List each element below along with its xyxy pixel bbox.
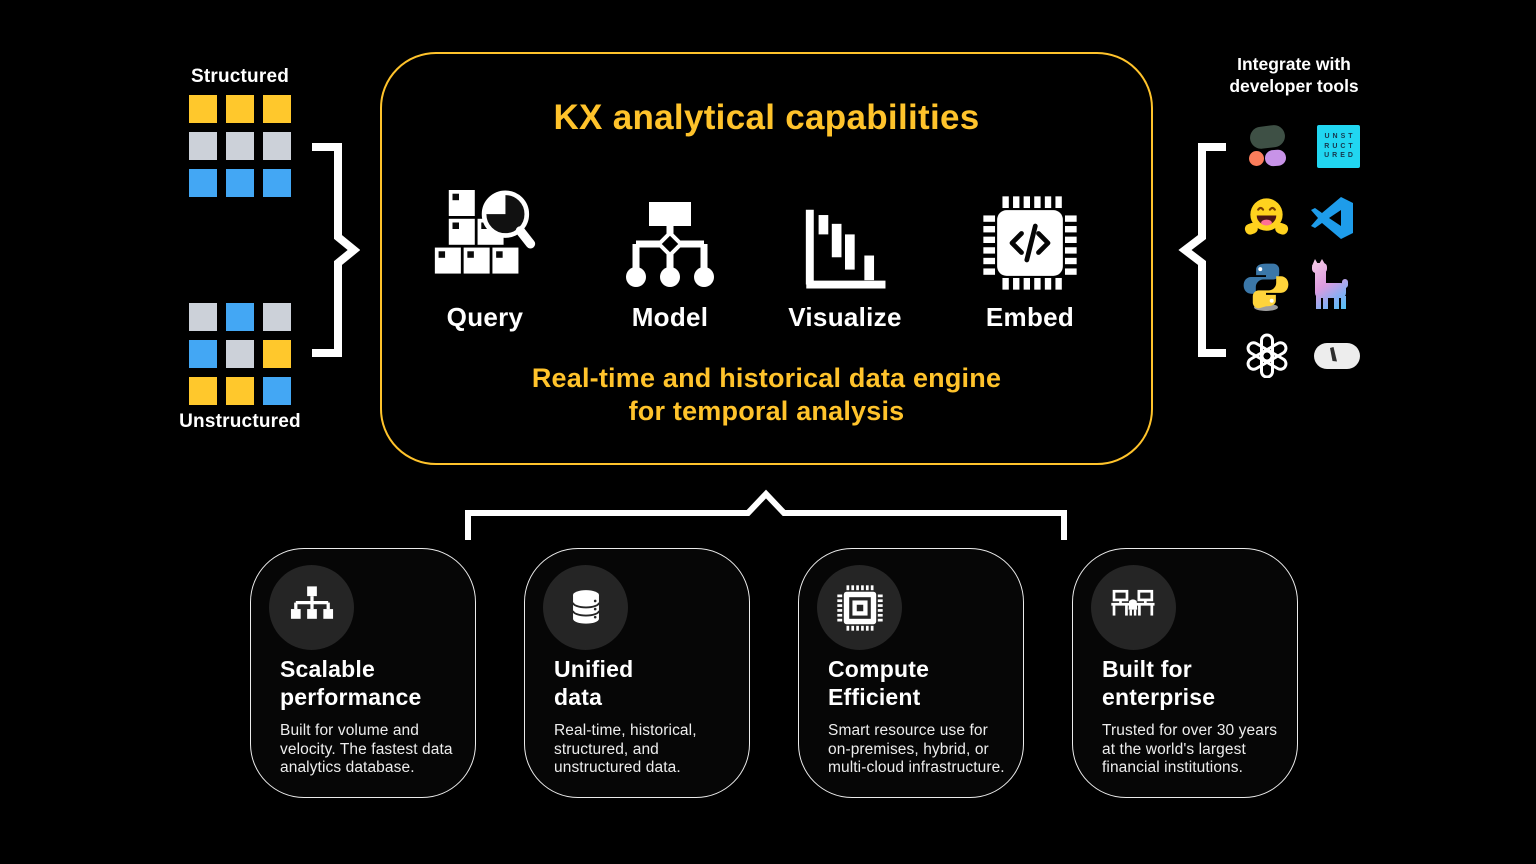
structured-label: Structured [190,66,290,87]
llamaindex-icon [1310,258,1352,310]
card-body: Trusted for over 30 years at the world's… [1102,722,1278,776]
card-unified-data: Unified data Real-time, historical, stru… [524,548,750,798]
embed-chip-icon [942,172,1118,296]
database-icon [571,589,600,624]
card-title: Scalable performance [280,656,422,710]
data-cell [189,340,217,368]
card-icon-circle [817,565,902,650]
kx-subtitle-line2: for temporal analysis [628,396,905,426]
workstations-icon [1110,589,1155,616]
hierarchy-icon [290,585,333,619]
capability-label: Visualize [788,302,902,332]
chip-icon [836,584,883,631]
data-cell [263,169,291,197]
capability-query: Query [397,172,573,333]
vscode-icon [1309,195,1355,241]
unstructured-tile-row: RUCT [1324,142,1356,150]
card-icon-circle [1091,565,1176,650]
python-icon [1241,260,1291,312]
data-cell [263,377,291,405]
integrate-header-line2: developer tools [1229,76,1359,96]
model-flowchart-icon [582,172,758,296]
card-body: Real-time, historical, structured, and u… [554,722,697,776]
data-cell [226,377,254,405]
card-icon-circle [543,565,628,650]
data-cell [263,95,291,123]
data-cell [263,340,291,368]
unstructured-grid [189,303,291,405]
left-brace-arrow [312,143,360,357]
haystack-icon [1245,123,1291,169]
data-cell [263,303,291,331]
capability-label: Query [446,302,524,332]
capability-label: Embed [985,302,1075,332]
huggingface-icon [1244,195,1289,240]
data-cell [189,303,217,331]
card-body: Built for volume and velocity. The faste… [280,722,453,776]
data-cell [226,95,254,123]
kx-subtitle-line1: Real-time and historical data engine [531,363,1002,393]
kx-title: KX analytical capabilities [553,98,980,137]
card-compute-efficient: Compute Efficient Smart resource use for… [798,548,1024,798]
card-scalable-performance: Scalable performance Built for volume an… [250,548,476,798]
data-cell [189,95,217,123]
card-title: Unified data [554,656,634,710]
visualize-chart-icon [757,172,933,296]
data-cell [189,169,217,197]
structured-grid [189,95,291,197]
query-search-boxes-icon [397,172,573,296]
capability-visualize: Visualize [757,172,933,333]
capability-embed: Embed [942,172,1118,333]
unstructured-tile-row: UNST [1324,133,1356,141]
data-cell [189,377,217,405]
integrate-header-line1: Integrate with [1237,54,1351,74]
integrate-header: Integrate with developer tools [1194,53,1394,97]
mouse-icon [1313,342,1361,370]
card-title: Compute Efficient [828,656,930,710]
data-cell [226,340,254,368]
unstructured-icon: UNST RUCT URED [1317,125,1360,168]
card-body: Smart resource use for on-premises, hybr… [828,722,1005,776]
bottom-bracket-arrow [465,489,1067,540]
capability-model: Model [582,172,758,333]
data-cell [226,169,254,197]
unstructured-tile-row: URED [1324,152,1356,160]
data-cell [189,132,217,160]
openai-icon [1244,332,1290,378]
card-title: Built for enterprise [1102,656,1216,710]
data-cell [226,303,254,331]
data-cell [226,132,254,160]
capability-label: Model [631,302,709,332]
card-built-for-enterprise: Built for enterprise Trusted for over 30… [1072,548,1298,798]
kx-capabilities-box [380,52,1153,465]
unstructured-label: Unstructured [179,411,301,432]
right-brace-arrow [1178,143,1226,357]
card-icon-circle [269,565,354,650]
kx-subtitle: Real-time and historical data engine for… [380,362,1153,428]
data-cell [263,132,291,160]
